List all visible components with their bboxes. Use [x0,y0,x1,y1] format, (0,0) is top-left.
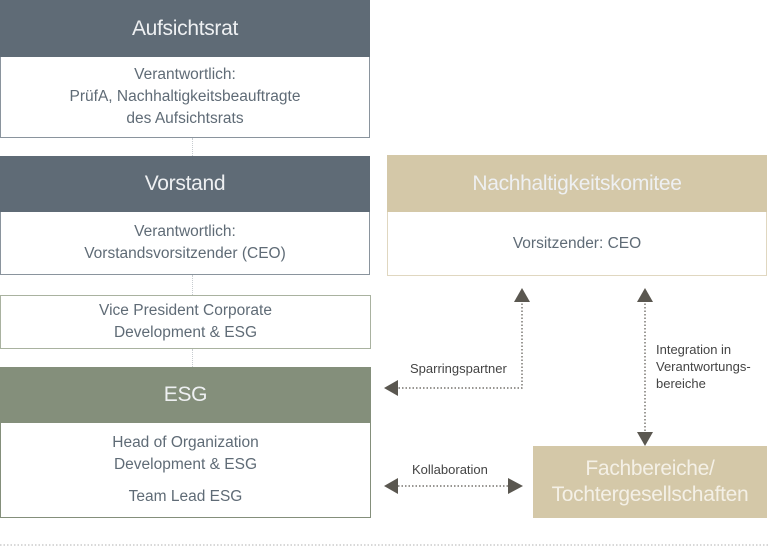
connector-line [192,138,193,156]
arrow-right-icon [508,478,523,494]
vorstand-box: Vorstand Verantwortlich: Vorstandsvorsit… [0,156,370,275]
arrow-left-icon [384,478,398,494]
aufsichtsrat-line: Verantwortlich: [134,66,236,83]
integration-line: Integration in [656,342,732,357]
komitee-title: Nachhaltigkeitskomitee [387,155,767,212]
connector-line [192,349,193,367]
vorstand-body: Verantwortlich: Vorstandsvorsitzender (C… [1,212,369,274]
komitee-line: Vorsitzender: CEO [512,234,642,252]
integration-line: Verantwortungs- [656,359,751,374]
komitee-body: Vorsitzender: CEO [388,212,766,275]
aufsichtsrat-line: des Aufsichtsrats [126,110,244,127]
esg-line: Head of Organization [112,434,259,451]
integration-line: bereiche [656,376,706,391]
vorstand-title: Vorstand [0,156,370,212]
komitee-box: Nachhaltigkeitskomitee Vorsitzender: CEO [387,155,767,276]
esg-title: ESG [0,367,371,423]
aufsichtsrat-title: Aufsichtsrat [0,0,370,57]
arrow-up-icon [514,288,530,302]
esg-line: Development & ESG [113,456,257,473]
esg-line-team-lead: Team Lead ESG [128,488,243,505]
vorstand-line: Vorstandsvorsitzender (CEO) [84,245,286,262]
arrow-up-icon [637,288,653,302]
vp-box: Vice President Corporate Development & E… [0,295,371,349]
fachbereiche-box: Fachbereiche/ Tochtergesellschaften [533,446,767,518]
aufsichtsrat-body: Verantwortlich: PrüfA, Nachhaltigkeitsbe… [1,57,369,137]
aufsichtsrat-box: Aufsichtsrat Verantwortlich: PrüfA, Nach… [0,0,370,138]
vp-body: Vice President Corporate Development & E… [1,296,370,348]
arrow-down-icon [637,432,653,446]
aufsichtsrat-line: PrüfA, Nachhaltigkeitsbeauftragte [69,88,301,105]
esg-body: Head of Organization Development & ESG T… [1,423,370,517]
fachbereiche-line: Fachbereiche/ [585,457,715,480]
vorstand-line: Verantwortlich: [134,223,236,240]
integration-label: Integration in Verantwortungs- bereiche [656,341,751,392]
sparring-label: Sparringspartner [410,361,507,376]
connector-line [192,275,193,295]
kollaboration-label: Kollaboration [412,462,488,477]
arrow-left-icon [384,380,398,396]
fachbereiche-line: Tochtergesellschaften [551,483,749,506]
vp-line: Development & ESG [113,324,257,341]
esg-box: ESG Head of Organization Development & E… [0,367,371,518]
vp-line: Vice President Corporate [99,302,272,319]
